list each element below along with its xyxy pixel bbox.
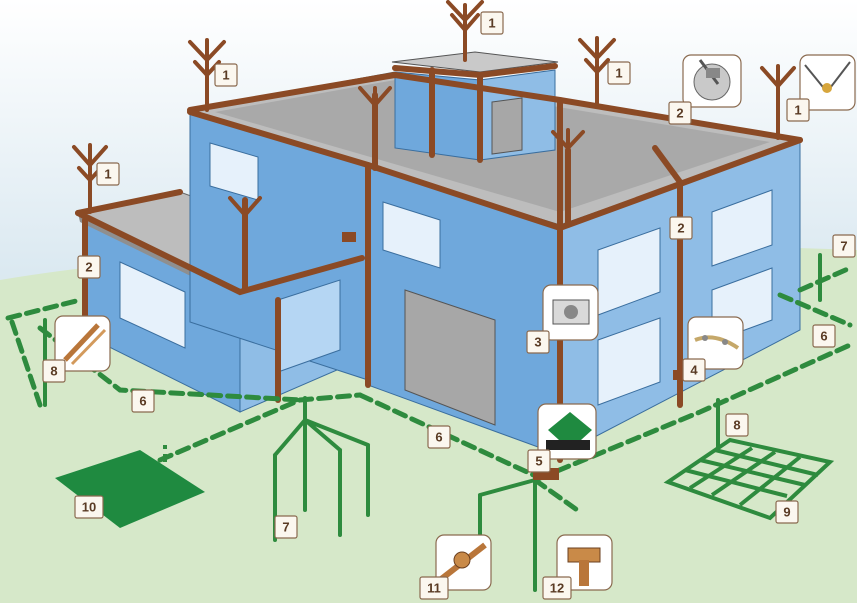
annex-window <box>119 261 186 349</box>
callout-11: 11 <box>419 576 449 600</box>
air-terminal <box>446 0 484 62</box>
ring-earth-conductor <box>5 297 83 321</box>
callout-number: 8 <box>733 418 740 433</box>
callout-number: 11 <box>427 581 441 596</box>
callout-12: 12 <box>542 576 572 600</box>
callout-number: 6 <box>139 394 146 409</box>
air-terminal <box>358 86 392 170</box>
air-terminal <box>551 128 585 227</box>
cable-holder-icon <box>799 54 856 111</box>
roof-conductors <box>75 63 803 463</box>
callout-number: 1 <box>615 66 622 81</box>
callout-4: 4 <box>682 358 706 382</box>
callout-number: 9 <box>783 505 790 520</box>
callout-number: 5 <box>535 454 542 469</box>
test-joint-clamp <box>342 232 356 242</box>
ring-earth-conductor <box>157 392 363 463</box>
callout-number: 1 <box>222 68 229 83</box>
ring-earth-conductor <box>777 292 853 328</box>
callout-8: 8 <box>725 413 749 437</box>
callout-3: 3 <box>526 330 550 354</box>
mast-clamp-icon <box>682 54 742 108</box>
tower-roof <box>391 51 559 73</box>
callout-1: 1 <box>480 11 504 35</box>
test-joint-clamp <box>673 370 687 380</box>
callout-2: 2 <box>77 255 101 279</box>
callout-5: 5 <box>527 449 551 473</box>
callout-1: 1 <box>214 63 238 87</box>
callout-number: 6 <box>435 430 442 445</box>
earthing-mesh <box>663 437 835 521</box>
window <box>382 201 441 269</box>
callout-1: 1 <box>96 162 120 186</box>
callout-1: 1 <box>607 61 631 85</box>
pipe-joint-icon <box>537 403 597 460</box>
air-terminal <box>760 64 796 140</box>
callout-number: 8 <box>50 364 57 379</box>
callout-number: 2 <box>85 260 92 275</box>
callout-number: 1 <box>488 16 495 31</box>
callout-number: 12 <box>550 581 564 596</box>
callout-2: 2 <box>668 101 692 125</box>
garage-door <box>404 289 496 426</box>
callout-10: 10 <box>74 495 104 519</box>
callout-6: 6 <box>131 389 155 413</box>
callout-1: 1 <box>786 98 810 122</box>
callout-6: 6 <box>427 425 451 449</box>
rod-clamp-icon <box>435 534 492 591</box>
callout-8: 8 <box>42 359 66 383</box>
callout-number: 10 <box>82 500 96 515</box>
earth-rods-triangle <box>273 396 370 542</box>
window <box>597 317 661 406</box>
callout-number: 3 <box>534 335 541 350</box>
air-terminal <box>578 36 616 106</box>
callout-number: 1 <box>104 167 111 182</box>
callout-number: 2 <box>677 221 684 236</box>
earth-plate <box>55 450 205 528</box>
air-terminal <box>72 143 108 214</box>
callout-2: 2 <box>669 216 693 240</box>
screw-clamp-icon <box>556 534 613 591</box>
air-terminal <box>228 196 262 292</box>
callout-number: 7 <box>282 520 289 535</box>
disconnect-box-icon <box>687 316 744 370</box>
callout-number: 4 <box>690 363 698 378</box>
callout-number: 7 <box>840 239 847 254</box>
callout-number: 2 <box>676 106 683 121</box>
callout-number: 1 <box>794 103 801 118</box>
air-terminals <box>72 0 796 292</box>
callout-7: 7 <box>832 234 856 258</box>
callout-6: 6 <box>812 324 836 348</box>
ring-earth-conductor <box>9 319 43 408</box>
tower-door <box>491 97 523 155</box>
ring-earth-conductor <box>797 265 853 293</box>
window <box>711 189 773 267</box>
callout-7: 7 <box>274 515 298 539</box>
ring-earth-conductor <box>37 325 303 403</box>
ring-earth-conductor <box>532 477 583 515</box>
crossed-rods-icon <box>54 315 111 372</box>
callout-9: 9 <box>775 500 799 524</box>
test-joint-icon <box>542 284 599 341</box>
callout-number: 6 <box>820 329 827 344</box>
air-terminal <box>188 38 226 112</box>
